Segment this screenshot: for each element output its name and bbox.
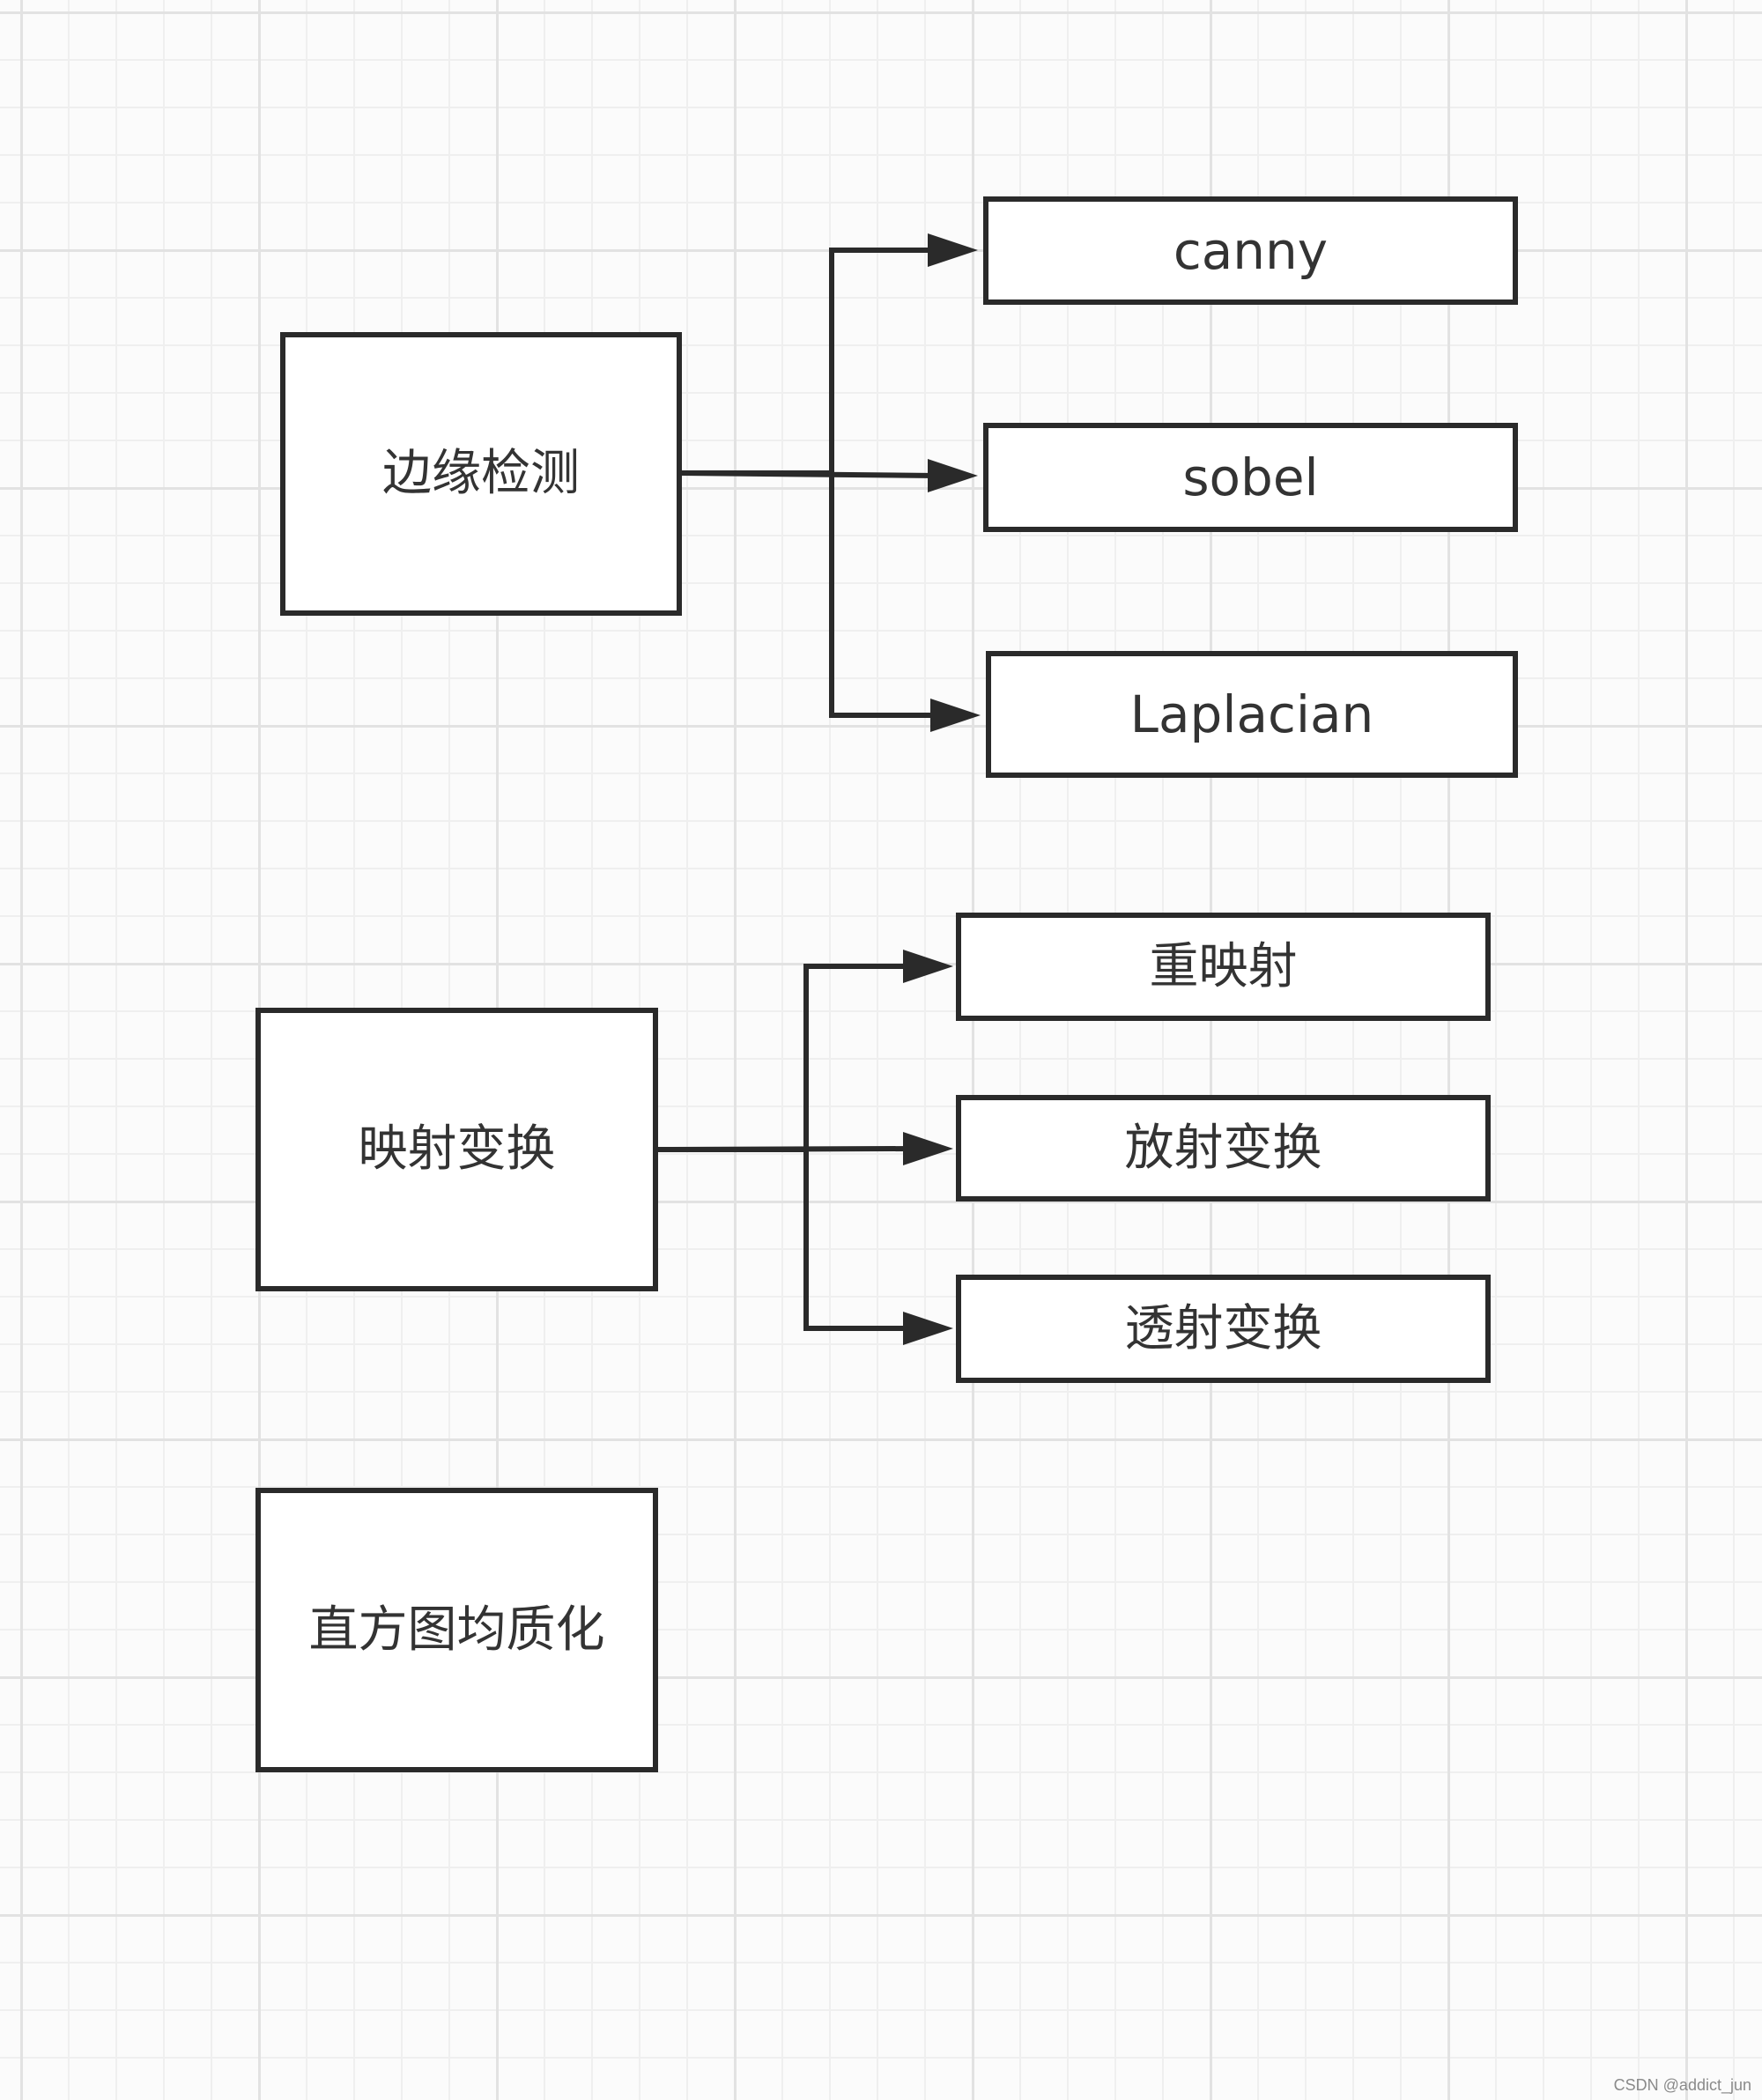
node-mapping-transform[interactable]: 映射变换 xyxy=(255,1008,658,1291)
connector-edge-detection-to-laplacian xyxy=(829,473,939,718)
connector-edge-detection-to-sobel xyxy=(681,470,937,478)
arrowhead-icon xyxy=(928,233,978,267)
node-remap[interactable]: 重映射 xyxy=(956,913,1491,1021)
watermark-text: CSDN @addict_jun xyxy=(1613,2076,1751,2094)
node-edge-detection[interactable]: 边缘检测 xyxy=(280,332,682,616)
arrowhead-icon xyxy=(903,1312,953,1345)
node-affine-transform[interactable]: 放射变换 xyxy=(956,1095,1491,1202)
arrowhead-icon xyxy=(903,1132,953,1165)
arrowhead-icon xyxy=(903,950,953,983)
node-perspective-transform[interactable]: 透射变换 xyxy=(956,1275,1491,1383)
node-histogram-equalization[interactable]: 直方图均质化 xyxy=(255,1488,658,1772)
connector-mapping-to-remap xyxy=(657,964,912,1152)
node-laplacian[interactable]: Laplacian xyxy=(986,651,1518,778)
node-sobel[interactable]: sobel xyxy=(983,423,1518,532)
connector-edge-detection-to-canny xyxy=(682,248,937,476)
connector-mapping-to-affine xyxy=(656,1146,913,1152)
arrowhead-icon xyxy=(930,699,981,732)
node-canny[interactable]: canny xyxy=(983,196,1518,305)
arrowhead-icon xyxy=(928,459,978,492)
connector-mapping-to-perspective xyxy=(803,1150,912,1331)
